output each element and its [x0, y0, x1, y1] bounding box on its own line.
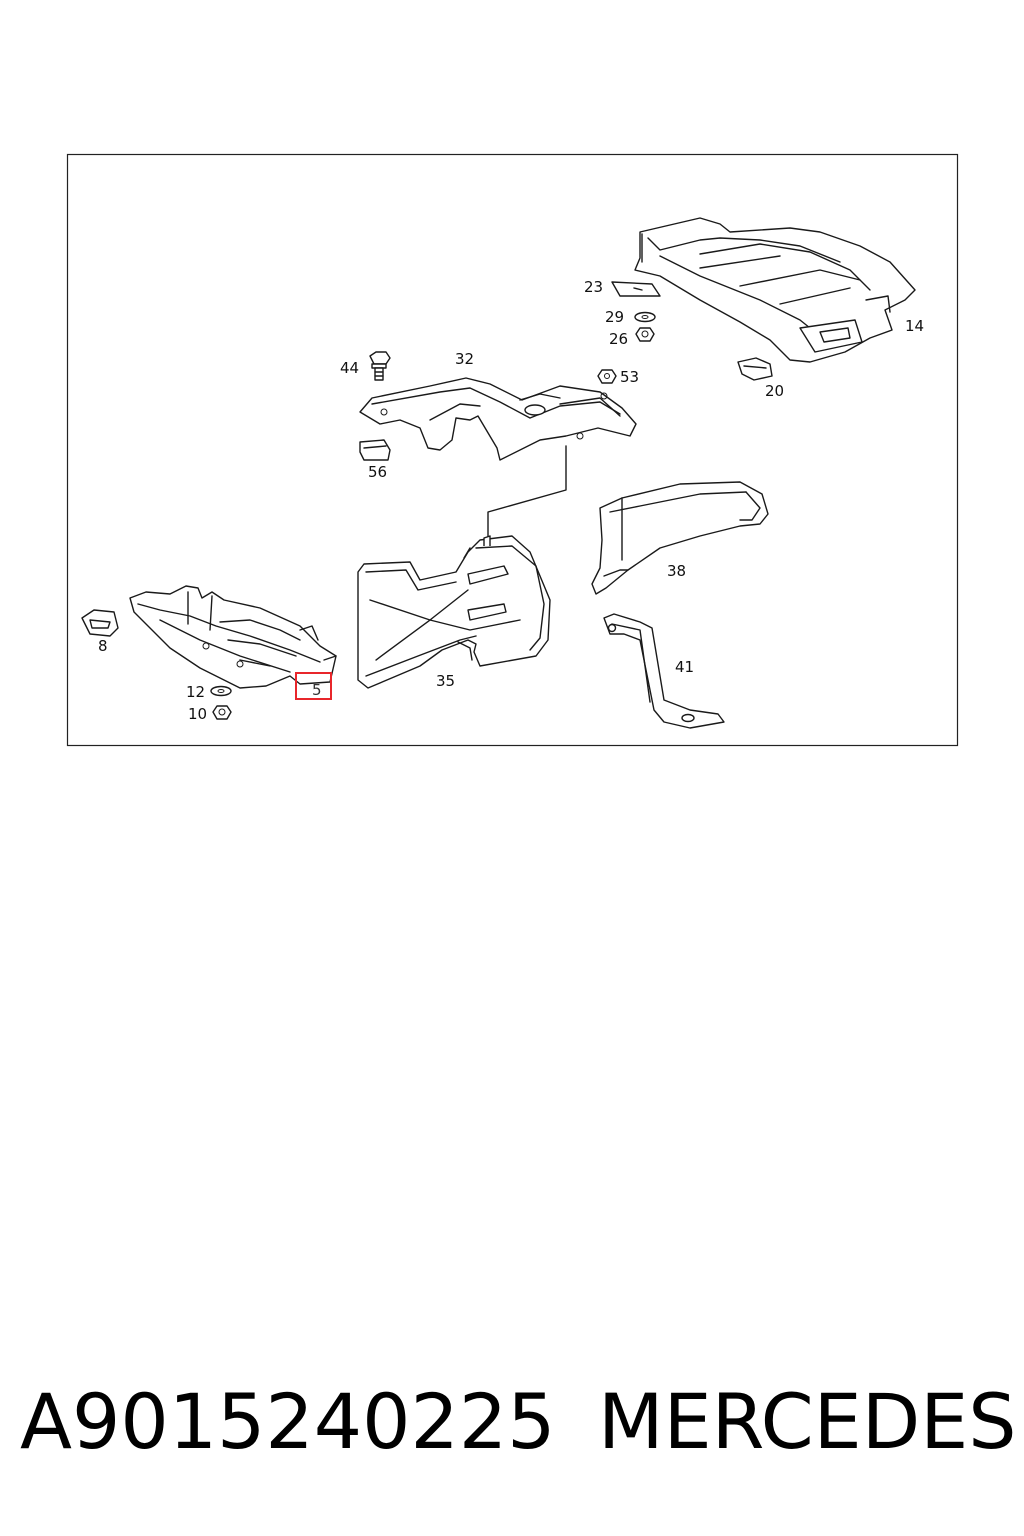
part-20-shape [737, 357, 773, 381]
leader-line-32-35 [487, 445, 567, 539]
label-56: 56 [368, 463, 387, 481]
part-41-shape [603, 613, 725, 729]
brand-name: MERCEDES [598, 1377, 1017, 1466]
label-10: 10 [188, 705, 207, 723]
label-12: 12 [186, 683, 205, 701]
label-14: 14 [905, 317, 924, 335]
label-8: 8 [98, 637, 108, 655]
part-14-shape [634, 217, 916, 363]
label-20: 20 [765, 382, 784, 400]
part-53-shape [597, 369, 617, 384]
part-8-shape [81, 609, 119, 637]
part-56-shape [359, 439, 391, 461]
part-29-shape [634, 311, 656, 323]
label-38: 38 [667, 562, 686, 580]
part-5-shape [129, 585, 337, 689]
label-32: 32 [455, 350, 474, 368]
label-53: 53 [620, 368, 639, 386]
label-35: 35 [436, 672, 455, 690]
label-26: 26 [609, 330, 628, 348]
part-23-shape [611, 281, 661, 297]
label-23: 23 [584, 278, 603, 296]
part-10-shape [212, 705, 232, 720]
part-12-shape [210, 685, 232, 697]
label-44: 44 [340, 359, 359, 377]
footer: A9015240225 MERCEDES [0, 1362, 1024, 1482]
label-5: 5 [312, 681, 322, 699]
label-41: 41 [675, 658, 694, 676]
part-32-shape [359, 377, 637, 461]
part-35-shape [357, 535, 551, 689]
part-number: A9015240225 [20, 1377, 556, 1466]
label-29: 29 [605, 308, 624, 326]
part-44-shape [369, 351, 391, 381]
part-26-shape [635, 327, 655, 342]
part-38-shape [591, 481, 769, 595]
highlight-box [295, 672, 332, 700]
